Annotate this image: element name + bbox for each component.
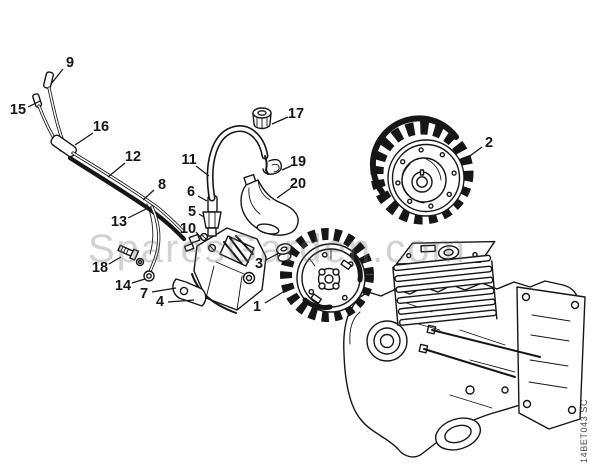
callout-leader-10 (195, 231, 203, 240)
doc-code: 14BET043 SC (579, 398, 589, 463)
callout-number-9: 9 (66, 55, 74, 71)
collar-nut-illustration (275, 243, 293, 262)
screw-illustration (117, 244, 140, 261)
boot-illustration (240, 173, 299, 236)
wire-harness-illustration (32, 71, 187, 282)
callout-number-1: 1 (253, 299, 261, 315)
flywheel-illustration (369, 115, 474, 225)
callout-number-7: 7 (140, 286, 148, 302)
callout-leader-4 (167, 299, 195, 303)
callout-leader-6 (197, 195, 208, 202)
callout-leader-2 (462, 146, 483, 162)
callout-leader-19 (281, 165, 292, 171)
callout-number-12: 12 (125, 149, 141, 165)
callout-leader-9 (50, 68, 64, 85)
callout-number-11: 11 (181, 152, 196, 168)
cap-illustration (252, 107, 272, 130)
callout-number-16: 16 (93, 119, 109, 135)
callout-leader-13 (127, 208, 147, 219)
callout-leader-3 (265, 252, 280, 261)
engine-assembly-illustration (343, 240, 586, 458)
callout-number-4: 4 (156, 294, 164, 310)
callout-number-15: 15 (10, 102, 26, 118)
callout-number-14: 14 (115, 278, 131, 294)
pole-flywheel-illustration (275, 228, 374, 322)
callout-number-10: 10 (180, 221, 196, 237)
callout-leader-11 (195, 165, 210, 177)
callout-leader-7 (151, 287, 177, 293)
callout-number-18: 18 (92, 260, 108, 276)
callout-number-19: 19 (290, 154, 306, 170)
callout-number-6: 6 (187, 184, 195, 200)
callout-leader-18 (108, 256, 122, 265)
callout-number-13: 13 (111, 214, 127, 230)
callout-leader-1 (264, 288, 289, 304)
ignition-module-illustration (172, 195, 267, 314)
callout-leader-17 (271, 116, 289, 125)
callout-number-17: 17 (288, 106, 304, 122)
cylinder-illustration (392, 240, 498, 326)
callout-leader-8 (142, 189, 155, 201)
clip-illustration (262, 158, 283, 175)
callout-leader-15 (27, 100, 41, 108)
callout-leader-5 (198, 213, 205, 218)
callout-leader-12 (107, 162, 126, 178)
callout-leader-14 (131, 278, 146, 284)
callout-number-8: 8 (158, 177, 166, 193)
callout-number-3: 3 (255, 256, 263, 272)
callout-number-2: 2 (485, 135, 493, 151)
callout-number-5: 5 (188, 204, 196, 220)
callout-number-20: 20 (290, 176, 306, 192)
callout-leader-16 (74, 132, 94, 146)
spark-plug-lead-illustration (206, 107, 299, 236)
callout-leader-20 (276, 187, 292, 199)
